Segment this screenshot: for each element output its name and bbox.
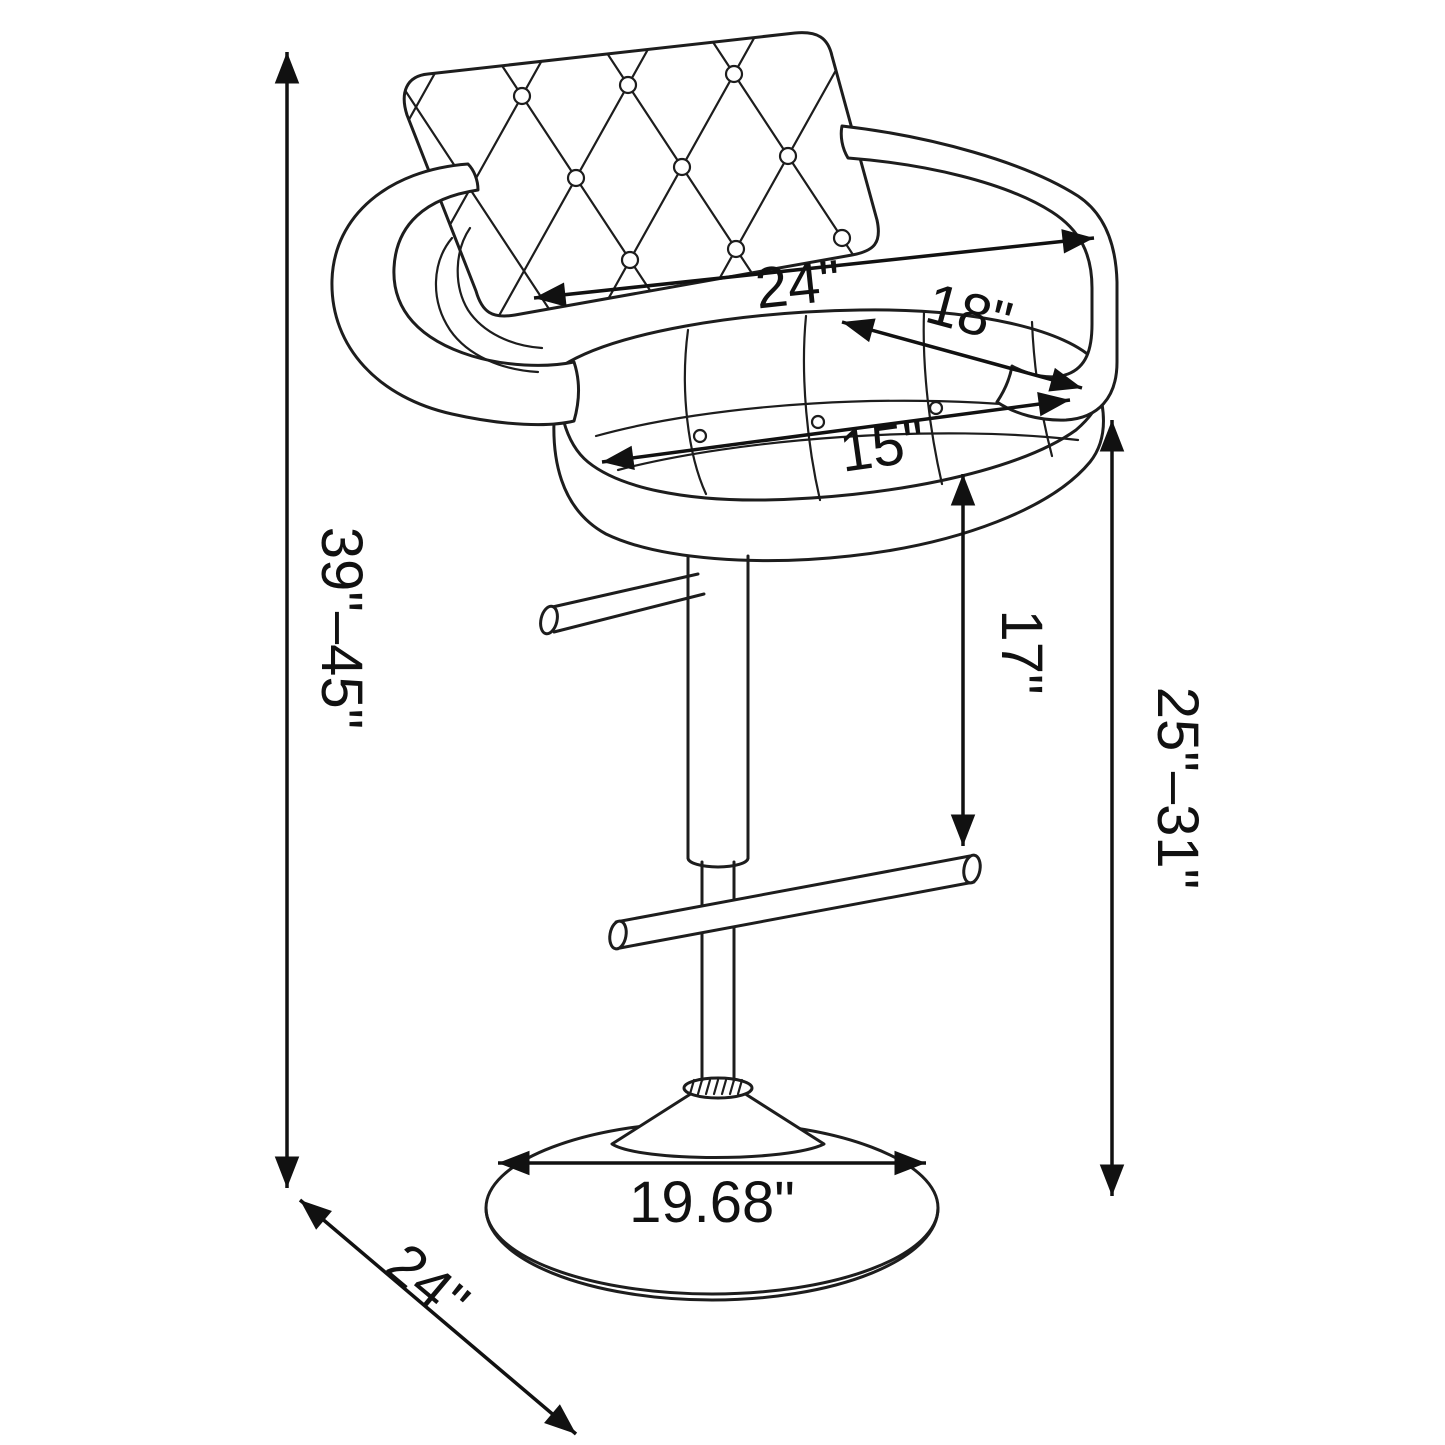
dim-seat-width: 15" [601, 391, 1071, 485]
dim-overall-depth-label: 24" [374, 1231, 481, 1336]
dim-floor-to-seat-label: 25"–31" [1145, 687, 1210, 889]
footrest-bar [608, 853, 982, 951]
barstool-drawing [330, 31, 1119, 1302]
left-armrest [330, 162, 580, 427]
pedestal-column-upper [686, 554, 750, 869]
dim-back-width-label: 24" [752, 248, 843, 322]
footrest-left-cap [608, 919, 628, 951]
collar-hatching [688, 1078, 744, 1096]
dim-seat-depth-line [841, 318, 1083, 392]
tuft-button [724, 64, 744, 84]
tuft-button [778, 146, 798, 166]
seat-tuft-button [928, 400, 944, 416]
lever-end-cap [539, 604, 559, 636]
dim-overall-depth-line [298, 1198, 578, 1436]
dim-seat-width-label: 15" [836, 409, 929, 485]
tuft-button [726, 239, 746, 259]
dim-back-width-line [533, 229, 1095, 307]
dim-base-diameter: 19.68" [498, 1150, 926, 1235]
dim-back-width: 24" [533, 229, 1095, 322]
seat-edge-band [552, 394, 1105, 563]
dim-seat-to-footrest-label: 17" [989, 609, 1054, 694]
tuft-button [672, 157, 692, 177]
tuft-button [618, 75, 638, 95]
dim-seat-width-line [601, 391, 1071, 471]
dim-overall-height: 39"–45" [274, 52, 374, 1188]
dim-base-diameter-label: 19.68" [629, 1170, 795, 1235]
left-armrest-inner-curve [434, 236, 540, 374]
tuft-button [832, 228, 852, 248]
column-bottom-arc [686, 856, 750, 869]
left-armrest-body [330, 162, 580, 427]
pedestal-column-lower [700, 860, 736, 1082]
base-cone [610, 1076, 826, 1159]
tuft-button [620, 250, 640, 270]
tuft-button [566, 168, 586, 188]
dim-overall-height-label: 39"–45" [309, 527, 374, 729]
seat-tuft-button [810, 414, 826, 430]
dim-seat-to-footrest: 17" [950, 474, 1054, 846]
footrest-body [614, 854, 976, 950]
tuft-button [512, 86, 532, 106]
footrest-right-cap [962, 853, 982, 885]
seat-cushion [552, 308, 1105, 563]
gas-lift-lever [539, 572, 706, 636]
dim-floor-to-seat: 25"–31" [1099, 420, 1210, 1196]
seat-tuft-button [692, 428, 708, 444]
left-armrest-inner-curve-2 [456, 226, 544, 350]
